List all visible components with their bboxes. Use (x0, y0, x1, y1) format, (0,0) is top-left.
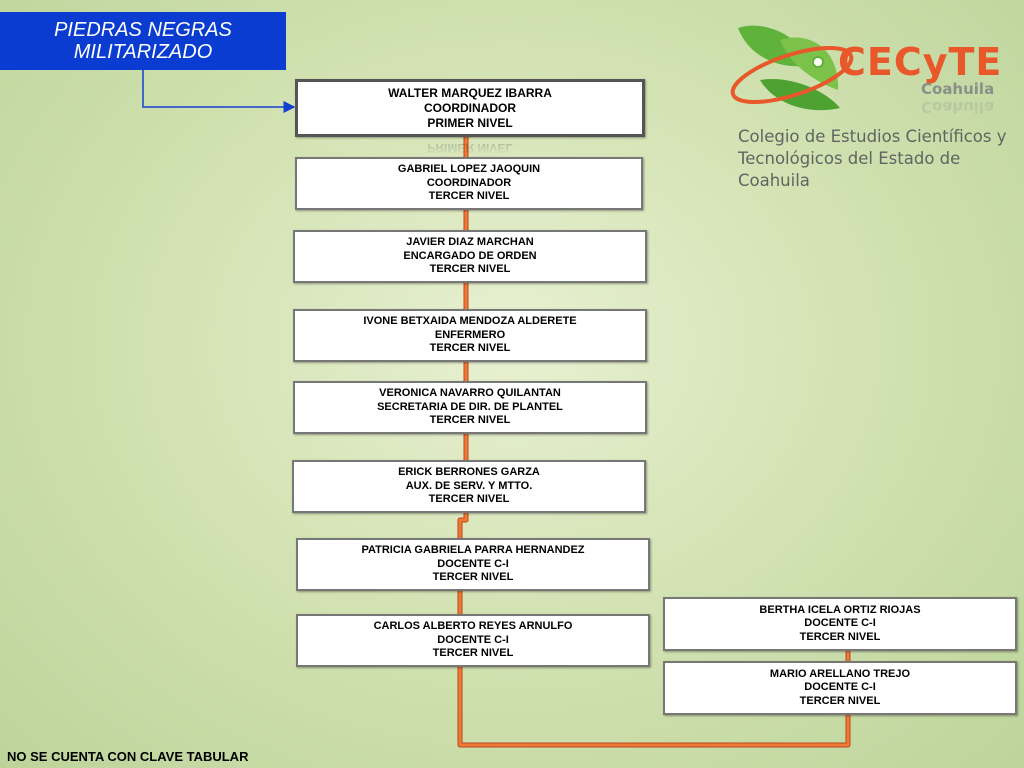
org-node-coordinator: WALTER MARQUEZ IBARRA COORDINADOR PRIMER… (295, 79, 645, 137)
node-role: COORDINADOR (424, 100, 516, 115)
brand-region: Coahuila (921, 80, 995, 98)
node-name: VERONICA NAVARRO QUILANTAN (379, 387, 561, 400)
node-level: TERCER NIVEL (429, 342, 511, 355)
node-role: AUX. DE SERV. Y MTTO. (405, 479, 533, 492)
node-role: ENFERMERO (434, 328, 506, 341)
unit-title-box: PIEDRAS NEGRAS MILITARIZADO (0, 12, 286, 70)
node-role: SECRETARIA DE DIR. DE PLANTEL (377, 400, 563, 413)
org-node: MARIO ARELLANO TREJO DOCENTE C-I TERCER … (663, 661, 1017, 715)
org-node: IVONE BETXAIDA MENDOZA ALDERETE ENFERMER… (293, 309, 647, 362)
node-role: COORDINADOR (426, 176, 512, 189)
org-node: GABRIEL LOPEZ JAOQUIN COORDINADOR TERCER… (295, 157, 643, 210)
org-node: CARLOS ALBERTO REYES ARNULFO DOCENTE C-I… (296, 614, 650, 667)
node-level: TERCER NIVEL (428, 190, 510, 203)
node-name: ERICK BERRONES GARZA (398, 466, 540, 479)
node-level: TERCER NIVEL (799, 694, 881, 707)
node-name: IVONE BETXAIDA MENDOZA ALDERETE (363, 315, 577, 328)
unit-title-line1: PIEDRAS NEGRAS (54, 19, 232, 41)
node-level: TERCER NIVEL (432, 571, 514, 584)
node-level: TERCER NIVEL (432, 647, 514, 660)
header-arrow (142, 70, 296, 113)
org-node: JAVIER DIAZ MARCHAN ENCARGADO DE ORDEN T… (293, 230, 647, 283)
cecyte-leaf-logo-icon (730, 25, 854, 111)
college-name: Colegio de Estudios Científicos y Tecnol… (738, 126, 1024, 192)
node-role: DOCENTE C-I (437, 557, 509, 570)
node-name: BERTHA ICELA ORTIZ RIOJAS (759, 603, 921, 616)
node-name: PATRICIA GABRIELA PARRA HERNANDEZ (361, 544, 585, 557)
node-name: JAVIER DIAZ MARCHAN (406, 236, 534, 249)
footer-note: NO SE CUENTA CON CLAVE TABULAR (7, 749, 249, 764)
node-name: MARIO ARELLANO TREJO (769, 667, 911, 680)
org-node: PATRICIA GABRIELA PARRA HERNANDEZ DOCENT… (296, 538, 650, 591)
brand-region-reflection: Coahuila (921, 98, 995, 116)
org-node: ERICK BERRONES GARZA AUX. DE SERV. Y MTT… (292, 460, 646, 513)
node-name: CARLOS ALBERTO REYES ARNULFO (373, 620, 573, 633)
node-level: TERCER NIVEL (799, 630, 881, 643)
node-level: TERCER NIVEL (429, 414, 511, 427)
node-name: GABRIEL LOPEZ JAOQUIN (397, 163, 541, 176)
brand-name: CECyTE (838, 40, 1003, 84)
node-level: TERCER NIVEL (429, 263, 511, 276)
node-level: PRIMER NIVEL (427, 115, 513, 130)
college-name-line1: Colegio de Estudios Científicos y (738, 127, 1007, 146)
org-node: BERTHA ICELA ORTIZ RIOJAS DOCENTE C-I TE… (663, 597, 1017, 651)
college-name-line2: Tecnológicos del Estado de Coahuila (738, 149, 961, 190)
org-node: VERONICA NAVARRO QUILANTAN SECRETARIA DE… (293, 381, 647, 434)
node-role: DOCENTE C-I (437, 633, 509, 646)
coordinator-reflection: PRIMER NIVEL (427, 141, 513, 155)
node-name: WALTER MARQUEZ IBARRA (388, 85, 552, 100)
node-role: DOCENTE C-I (804, 617, 876, 630)
node-role: ENCARGADO DE ORDEN (403, 249, 537, 262)
node-level: TERCER NIVEL (428, 493, 510, 506)
node-role: DOCENTE C-I (804, 681, 876, 694)
unit-title-line2: MILITARIZADO (73, 41, 213, 63)
